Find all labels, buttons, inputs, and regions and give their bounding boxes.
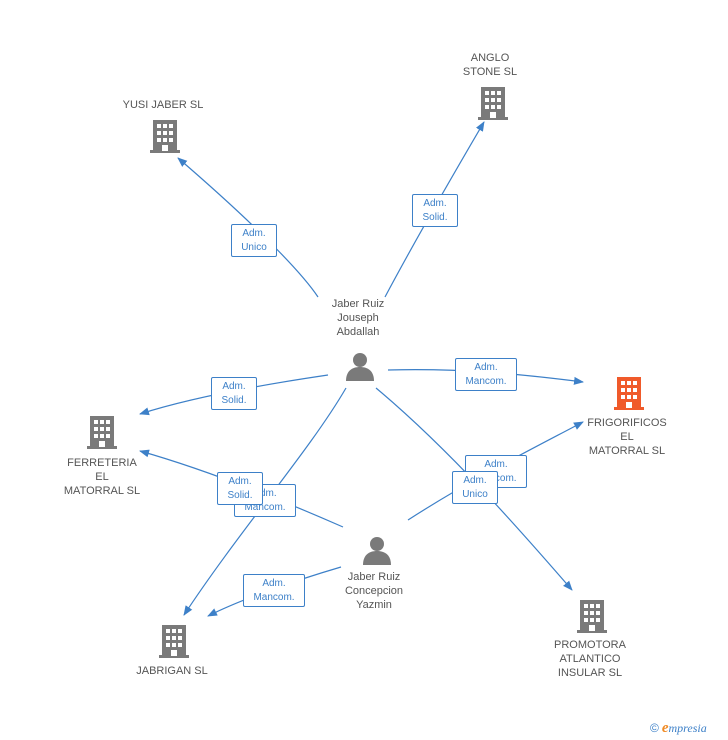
node-label-ferreteria[interactable]: FERRETERIA EL MATORRAL SL xyxy=(63,457,141,497)
node-label-jabrigan[interactable]: JABRIGAN SL xyxy=(136,665,208,677)
building-icon-ferreteria[interactable] xyxy=(87,416,117,449)
building-icon-jabrigan[interactable] xyxy=(159,625,189,658)
edge-label-jouseph-promotora[interactable]: Adm. Unico xyxy=(452,471,498,504)
edge-label-jouseph-ferreteria[interactable]: Adm. Solid. xyxy=(211,377,257,410)
edge-label-jouseph-jabrigan[interactable]: Adm. Solid. xyxy=(217,472,263,505)
building-icon-frigorificos[interactable] xyxy=(614,377,644,410)
brand-logo-letter: e xyxy=(661,720,669,736)
brand-logo-text: mpresia xyxy=(668,721,707,735)
edge-label-jouseph-anglo[interactable]: Adm. Solid. xyxy=(412,194,458,227)
node-label-jouseph[interactable]: Jaber Ruiz Jouseph Abdallah xyxy=(331,298,385,338)
node-label-concepcion[interactable]: Jaber Ruiz Concepcion Yazmin xyxy=(344,571,404,611)
building-icon-anglo[interactable] xyxy=(478,87,508,120)
building-icon-promotora[interactable] xyxy=(577,600,607,633)
edge-label-jouseph-frigorificos[interactable]: Adm. Mancom. xyxy=(455,358,517,391)
node-label-yusi[interactable]: YUSI JABER SL xyxy=(122,99,204,111)
edge-label-jouseph-yusi[interactable]: Adm. Unico xyxy=(231,224,277,257)
node-label-frigorificos[interactable]: FRIGORIFICOS EL MATORRAL SL xyxy=(587,417,667,457)
edge-label-concepcion-jabrigan[interactable]: Adm. Mancom. xyxy=(243,574,305,607)
footer-brand: © empresia xyxy=(650,720,707,737)
copyright-symbol: © xyxy=(650,721,659,735)
node-label-promotora[interactable]: PROMOTORA ATLANTICO INSULAR SL xyxy=(554,639,626,679)
person-icon-jouseph[interactable] xyxy=(346,353,374,381)
node-label-anglo[interactable]: ANGLO STONE SL xyxy=(462,52,518,78)
person-icon-concepcion[interactable] xyxy=(363,537,391,565)
building-icon-yusi[interactable] xyxy=(150,120,180,153)
